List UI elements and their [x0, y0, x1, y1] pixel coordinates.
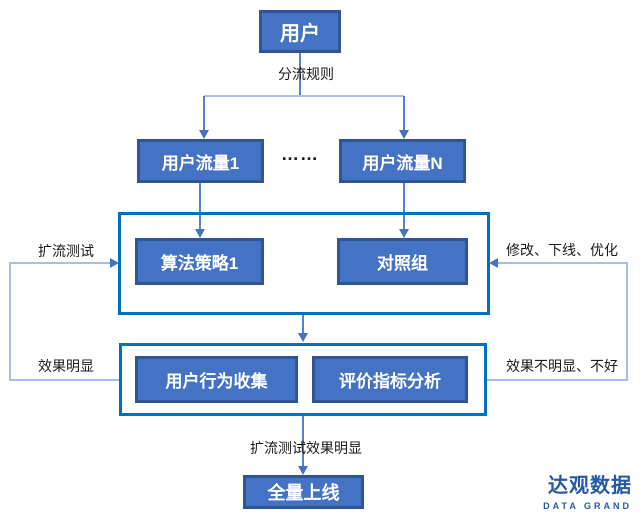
- arrowhead-control: [399, 229, 409, 238]
- arrowhead-container2: [298, 333, 308, 342]
- node-metric-analysis: 评价指标分析: [312, 356, 468, 403]
- label-split-rule: 分流规则: [278, 66, 334, 82]
- node-user: 用户: [259, 10, 341, 53]
- ellipsis-dots: ……: [281, 144, 319, 164]
- label-effect-obvious: 效果明显: [38, 358, 94, 374]
- node-traffic-1: 用户流量1: [137, 139, 264, 183]
- logo-english-text: DATA GRAND: [543, 501, 632, 511]
- arrowhead-trafficN: [399, 130, 409, 139]
- label-effect-not-obvious: 效果不明显、不好: [506, 358, 618, 374]
- node-full-launch: 全量上线: [243, 475, 364, 509]
- arrowhead-algo: [195, 229, 205, 238]
- label-modify-offline-optimize: 修改、下线、优化: [506, 242, 618, 258]
- arrowhead-traffic1: [199, 130, 209, 139]
- connector-right-loop: [487, 262, 628, 381]
- node-control-group: 对照组: [337, 238, 468, 285]
- node-behavior-collect: 用户行为收集: [135, 356, 298, 403]
- arrowhead-launch: [298, 466, 308, 475]
- arrowhead-left-loop: [110, 258, 119, 268]
- node-traffic-n: 用户流量N: [339, 139, 466, 183]
- arrowhead-right-loop: [489, 258, 498, 268]
- datagrand-logo: 达观数据 DATA GRAND: [543, 474, 632, 512]
- container-evaluation: [119, 343, 487, 416]
- node-algo-strategy: 算法策略1: [135, 238, 264, 285]
- label-expand-test-effect: 扩流测试效果明显: [250, 440, 362, 456]
- connector-left-loop: [9, 262, 119, 381]
- container-experiment: [118, 212, 490, 315]
- logo-chinese-text: 达观数据: [548, 475, 632, 497]
- label-expand-test: 扩流测试: [38, 243, 94, 259]
